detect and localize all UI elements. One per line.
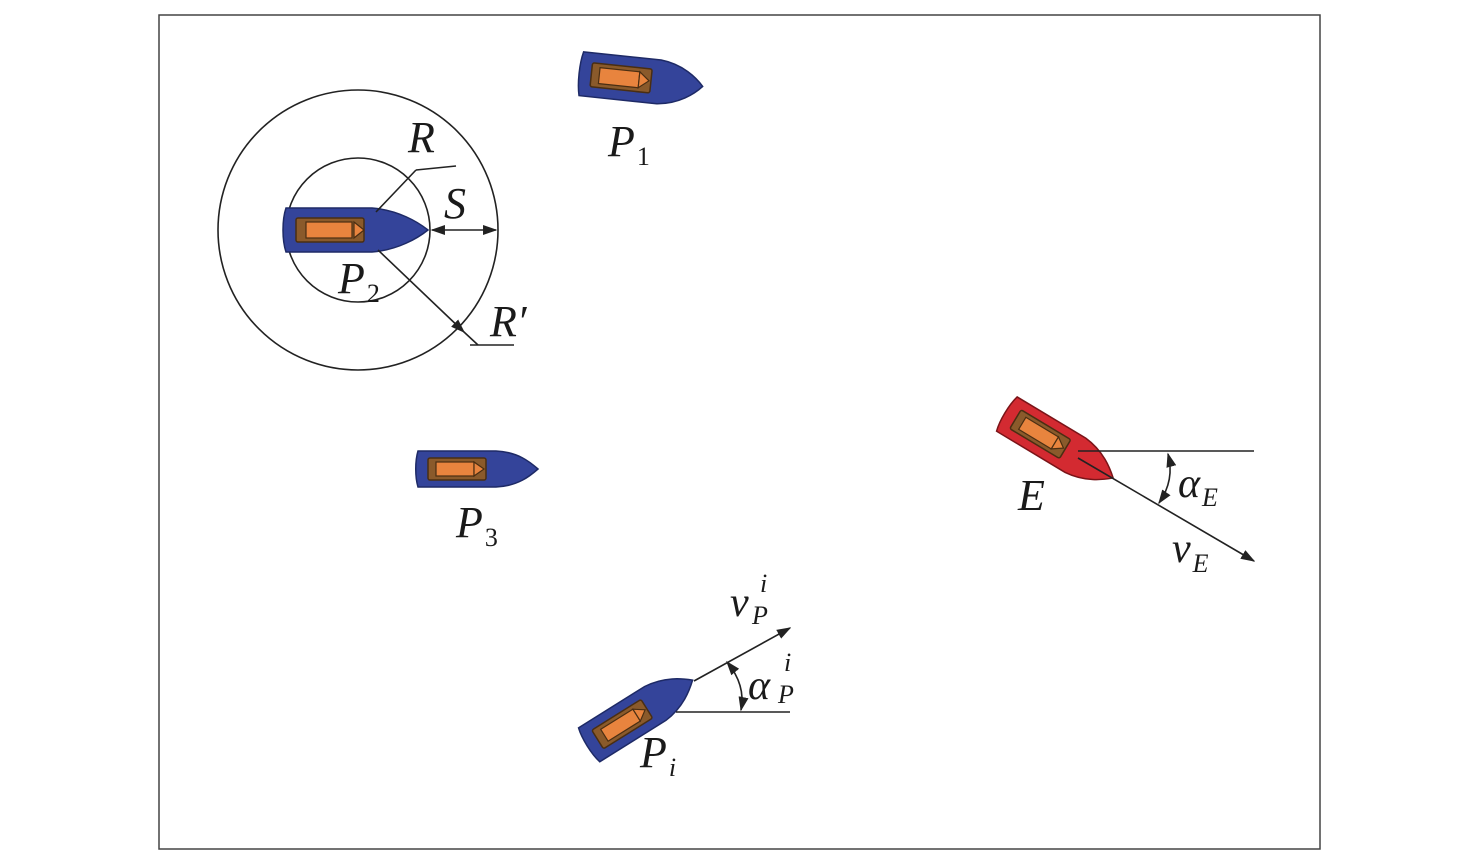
label-e: E [1017,471,1045,520]
pursuer-boat-p1 [577,51,704,105]
radius-r-prime-line [377,249,466,333]
label-r-prime: R′ [489,297,528,346]
label-p1: P1 [607,117,650,171]
label-s: S [444,179,466,228]
label-alpha-p-sub: P [777,680,794,709]
evader-boat-e [995,395,1115,481]
pursuer-boat-p3 [415,450,540,488]
radius-r-leader [415,165,457,171]
label-pi: Pi [639,728,676,782]
evader-velocity-arrow [1077,457,1256,562]
label-r: R [407,113,435,162]
pursuer-angle-arc [726,660,749,712]
label-alpha-p: α [748,663,771,709]
label-alpha-e: αE [1178,461,1218,512]
label-v-e: vE [1172,526,1209,578]
radius-r-prime-leader [463,331,479,346]
evader-angle-arc [1158,452,1177,505]
radius-r-line [375,169,417,213]
label-v-p-sub: P [751,601,768,630]
label-alpha-p-sup: i [784,648,791,677]
pursuer-boat-p2 [282,207,430,253]
pursuer-velocity-arrow [693,627,792,682]
label-p3: P3 [455,498,498,552]
label-v-p: v [730,580,749,626]
label-p2: P2 [337,254,380,308]
outer-radius-circle [217,89,499,371]
label-v-p-sup: i [760,569,767,598]
diagram-frame [158,14,1321,850]
pursuer-boat-pi [577,678,694,763]
